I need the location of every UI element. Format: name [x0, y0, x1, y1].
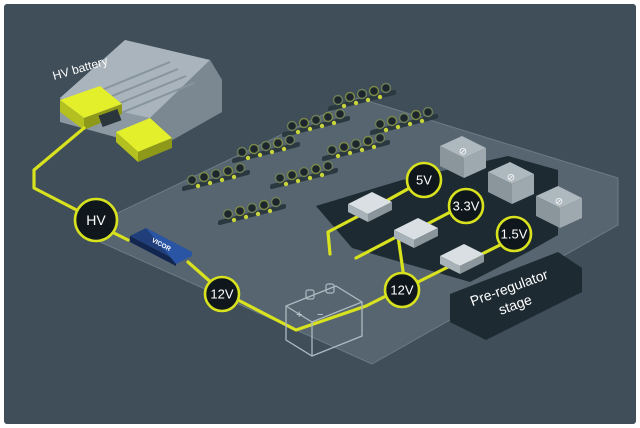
- battery-plus-sign: +: [296, 309, 302, 321]
- rail-5v-node: 5V: [405, 161, 443, 199]
- rail-15v-label: 1.5V: [501, 227, 528, 242]
- rail-5v-label: 5V: [416, 173, 432, 188]
- node-12v-right: 12V: [383, 271, 421, 309]
- node-12v-left: 12V: [203, 275, 241, 313]
- dc-dc-converter-chip: VICOR: [130, 228, 192, 266]
- regulator-module: [394, 218, 438, 248]
- rail-3v3-node: 3.3V: [447, 187, 485, 225]
- load-cube: ⊘: [536, 186, 582, 228]
- link-icon: ⊘: [459, 147, 467, 158]
- regulator-modules: [348, 192, 484, 274]
- load-cube: ⊘: [488, 162, 534, 204]
- node-12v-right-label: 12V: [390, 283, 413, 298]
- regulator-module: [348, 192, 392, 222]
- regulator-module: [440, 244, 484, 274]
- link-icon: ⊘: [555, 197, 563, 208]
- 12v-battery: + −: [285, 283, 363, 357]
- rail-3v3-label: 3.3V: [453, 199, 480, 214]
- hv-node: HV: [73, 197, 119, 243]
- hv-battery: [60, 40, 222, 162]
- node-12v-left-label: 12V: [210, 287, 233, 302]
- hv-node-label: HV: [86, 212, 106, 228]
- pre-regulator-stage-box: [450, 252, 582, 340]
- rail-15v-node: 1.5V: [495, 215, 533, 253]
- load-cube: ⊘: [440, 136, 486, 178]
- link-icon: ⊘: [507, 173, 515, 184]
- battery-minus-sign: −: [317, 309, 323, 321]
- load-cubes: ⊘ ⊘ ⊘: [440, 136, 582, 228]
